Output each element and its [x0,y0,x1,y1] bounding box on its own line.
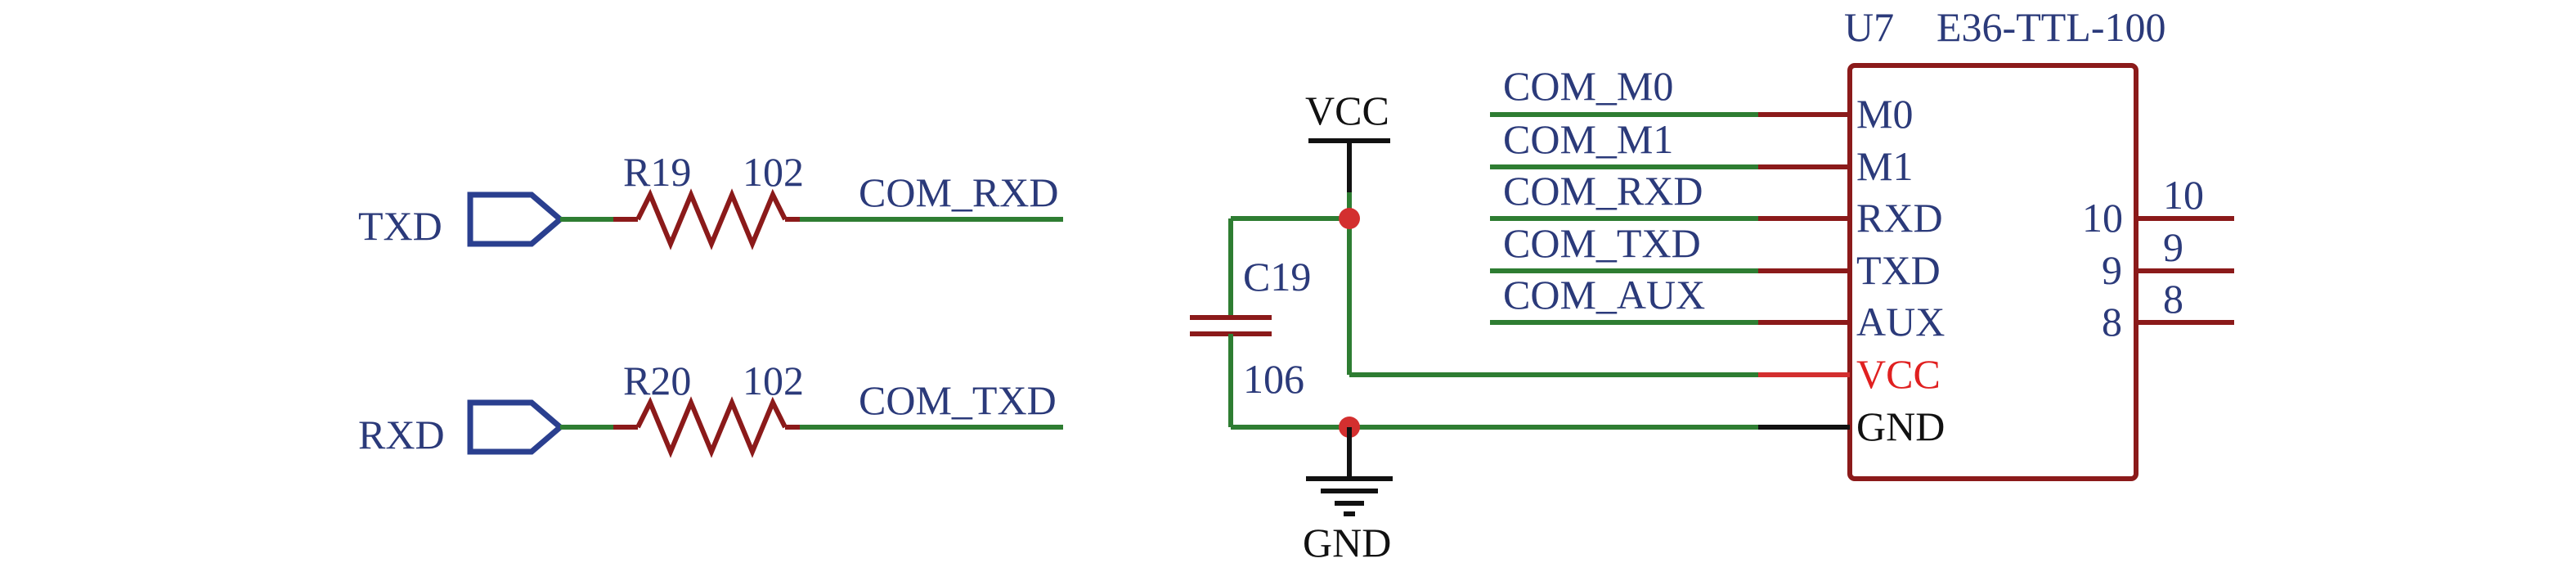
c19-ref: C19 [1243,254,1311,300]
junction-vcc [1339,208,1360,229]
resistor-r19 [635,188,788,250]
module-u7: U7 E36-TTL-100 M0 M1 RXD TXD AUX VCC GND… [1758,4,2234,481]
pin-number-inside-10: 10 [2082,195,2123,241]
net-label-com-m0: COM_M0 [1503,63,1673,109]
module-part-number: E36-TTL-100 [1936,4,2165,50]
rxd-channel: RXD R20 102 COM_TXD [358,358,1063,458]
pin-number-inside-9: 9 [2102,247,2122,293]
port-symbol-txd [467,191,565,247]
pin-name-rxd: RXD [1856,195,1943,241]
port-label-rxd: RXD [358,412,445,457]
module-net-wires: COM_M0 COM_M1 COM_RXD COM_TXD COM_AUX [1490,63,1758,325]
net-label-com-rxd-module: COM_RXD [1503,168,1703,214]
net-label-com-aux: COM_AUX [1503,272,1705,318]
gnd-power-label: GND [1303,520,1391,565]
r19-ref: R19 [623,149,691,195]
net-label-com-rxd: COM_RXD [859,169,1058,215]
pin-number-inside-8: 8 [2102,299,2122,345]
pin-name-txd: TXD [1856,247,1941,293]
r20-ref: R20 [623,358,691,403]
pin-name-vcc: VCC [1856,351,1941,397]
pin-net-10: 10 [2163,172,2204,218]
net-label-com-m1: COM_M1 [1503,116,1673,162]
port-label-txd: TXD [358,203,442,249]
pin-net-9: 9 [2163,224,2183,270]
pin-name-m0: M0 [1856,91,1913,137]
module-ref: U7 [1844,4,1894,50]
port-symbol-rxd [467,399,565,455]
r20-value: 102 [743,358,804,403]
net-label-com-txd-module: COM_TXD [1503,220,1701,266]
c19-value: 106 [1243,356,1304,402]
pin-name-gnd: GND [1856,403,1945,449]
r19-value: 102 [743,149,804,195]
net-label-com-txd: COM_TXD [859,377,1057,423]
pin-net-8: 8 [2163,276,2183,322]
power-section: VCC C19 106 GND [1190,88,1758,565]
txd-channel: TXD R19 102 COM_RXD [358,149,1063,250]
vcc-power-label: VCC [1305,88,1389,133]
pin-name-m1: M1 [1856,143,1913,189]
resistor-r20 [635,396,788,458]
pin-name-aux: AUX [1856,299,1945,345]
